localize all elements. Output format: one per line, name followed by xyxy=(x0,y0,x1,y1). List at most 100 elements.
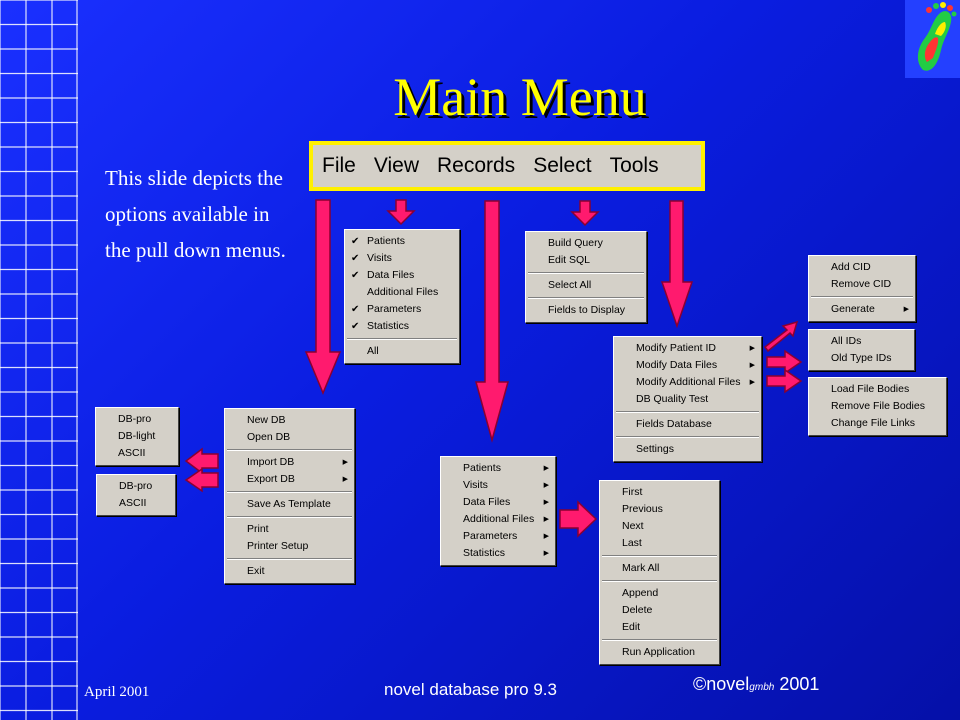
menu-item[interactable]: ✔Patients xyxy=(345,233,459,250)
menu-item[interactable]: Build Query xyxy=(526,235,646,252)
menu-item-label: DB Quality Test xyxy=(636,393,709,405)
menu-item-label: DB-pro xyxy=(119,480,153,492)
menu-separator xyxy=(600,577,719,585)
menu-item[interactable]: Change File Links xyxy=(809,415,946,432)
menu-item[interactable]: Save As Template xyxy=(225,496,354,513)
menu-item-label: Last xyxy=(622,537,642,549)
menu-item-label: Next xyxy=(622,520,644,532)
menu-item[interactable]: Modify Data Files▶ xyxy=(614,357,761,374)
menu-item[interactable]: Parameters▶ xyxy=(441,528,555,545)
menu-select[interactable]: Select xyxy=(533,154,592,177)
menu-item-label: ASCII xyxy=(118,447,146,459)
copyright-year: 2001 xyxy=(779,674,820,694)
menu-item-label: Build Query xyxy=(548,237,603,249)
menu-item[interactable]: Add CID xyxy=(809,259,915,276)
menu-view[interactable]: View xyxy=(373,154,419,177)
arrow-additional-files-icon xyxy=(766,368,803,394)
menu-item[interactable]: Last xyxy=(600,535,719,552)
menu-item[interactable]: Delete xyxy=(600,602,719,619)
menu-item[interactable]: Remove File Bodies xyxy=(809,398,946,415)
menu-item[interactable]: Print xyxy=(225,521,354,538)
menu-item[interactable]: Data Files ▶ xyxy=(441,494,555,511)
menu-item[interactable]: Exit xyxy=(225,563,354,580)
menu-item[interactable]: Patients▶ xyxy=(441,460,555,477)
menu-item[interactable]: Import DB▶ xyxy=(225,454,354,471)
menu-tools[interactable]: Tools xyxy=(609,154,659,177)
menu-item-label: Parameters xyxy=(463,530,518,542)
menu-item[interactable]: ✔Statistics xyxy=(345,318,459,335)
menu-item[interactable]: Modify Additional Files▶ xyxy=(614,374,761,391)
menu-item[interactable]: All xyxy=(345,343,459,360)
submenu-arrow-icon: ▶ xyxy=(543,465,549,472)
menu-item[interactable]: Previous xyxy=(600,501,719,518)
menu-item[interactable]: ✔Data Files xyxy=(345,267,459,284)
menu-item[interactable]: DB-pro xyxy=(96,411,178,428)
menu-separator xyxy=(600,636,719,644)
menu-item[interactable]: Fields Database xyxy=(614,416,761,433)
patient-id-submenu: Add CID Remove CID Generate▶ xyxy=(808,255,916,322)
tools-menu: Modify Patient ID▶Modify Data Files▶Modi… xyxy=(613,336,762,462)
menu-item[interactable]: DB-pro xyxy=(97,478,175,495)
menu-item[interactable]: Mark All xyxy=(600,560,719,577)
menu-separator xyxy=(225,555,354,563)
footer-date: April 2001 xyxy=(84,684,150,700)
menu-item[interactable]: ✔Visits xyxy=(345,250,459,267)
menu-item[interactable]: Edit xyxy=(600,619,719,636)
menu-item[interactable]: Append xyxy=(600,585,719,602)
menu-item[interactable]: ✔Parameters xyxy=(345,301,459,318)
menu-separator xyxy=(809,293,915,301)
menu-item[interactable]: Generate▶ xyxy=(809,301,915,318)
menu-item[interactable]: Fields to Display xyxy=(526,302,646,319)
menu-item-label: Remove File Bodies xyxy=(831,400,925,412)
menu-item-label: Fields Database xyxy=(636,418,712,430)
menu-item[interactable]: DB-light xyxy=(96,428,178,445)
menu-item-label: Generate xyxy=(831,303,875,315)
menu-item[interactable]: Additional Files xyxy=(345,284,459,301)
menu-item[interactable]: Load File Bodies xyxy=(809,381,946,398)
menu-item[interactable]: Printer Setup xyxy=(225,538,354,555)
menu-item-label: All IDs xyxy=(831,335,862,347)
menu-item-label: Run Application xyxy=(622,646,695,658)
menu-item-label: Visits xyxy=(367,252,392,264)
menu-item[interactable]: DB Quality Test xyxy=(614,391,761,408)
menu-item[interactable]: Old Type IDs xyxy=(809,350,914,367)
submenu-arrow-icon: ▶ xyxy=(543,499,549,506)
menu-file[interactable]: File xyxy=(322,154,356,177)
menu-item-label: Data Files xyxy=(463,496,511,508)
menu-item[interactable]: Select All xyxy=(526,277,646,294)
menu-item[interactable]: Remove CID xyxy=(809,276,915,293)
menu-item-label: Visits xyxy=(463,479,488,491)
menu-item[interactable]: Open DB xyxy=(225,429,354,446)
menu-item[interactable]: Export DB▶ xyxy=(225,471,354,488)
menu-item[interactable]: Additional Files▶ xyxy=(441,511,555,528)
menu-item[interactable]: Next xyxy=(600,518,719,535)
menu-item[interactable]: Modify Patient ID▶ xyxy=(614,340,761,357)
menu-records[interactable]: Records xyxy=(436,154,516,177)
submenu-arrow-icon: ▶ xyxy=(543,516,549,523)
company-suffix: gmbh xyxy=(749,682,775,693)
menu-item-label: Add CID xyxy=(831,261,871,273)
menu-item-label: Exit xyxy=(247,565,265,577)
menu-item[interactable]: All IDs xyxy=(809,333,914,350)
menu-separator xyxy=(225,446,354,454)
menu-item[interactable]: Statistics▶ xyxy=(441,545,555,562)
menu-separator xyxy=(600,552,719,560)
menu-item[interactable]: Edit SQL xyxy=(526,252,646,269)
submenu-arrow-icon: ▶ xyxy=(543,482,549,489)
menu-item[interactable]: First xyxy=(600,484,719,501)
menu-item[interactable]: Settings xyxy=(614,441,761,458)
menu-item[interactable]: ASCII xyxy=(97,495,175,512)
menu-item[interactable]: Run Application xyxy=(600,644,719,661)
arrow-view-down-icon xyxy=(386,199,416,226)
menu-item-label: New DB xyxy=(247,414,286,426)
menu-item[interactable]: ASCII xyxy=(96,445,178,462)
menu-item-label: Mark All xyxy=(622,562,660,574)
menu-item-label: DB-light xyxy=(118,430,156,442)
menu-item[interactable]: Visits ▶ xyxy=(441,477,555,494)
footprint-logo-icon xyxy=(905,0,960,78)
menu-item[interactable]: New DB xyxy=(225,412,354,429)
menu-item-label: Remove CID xyxy=(831,278,892,290)
